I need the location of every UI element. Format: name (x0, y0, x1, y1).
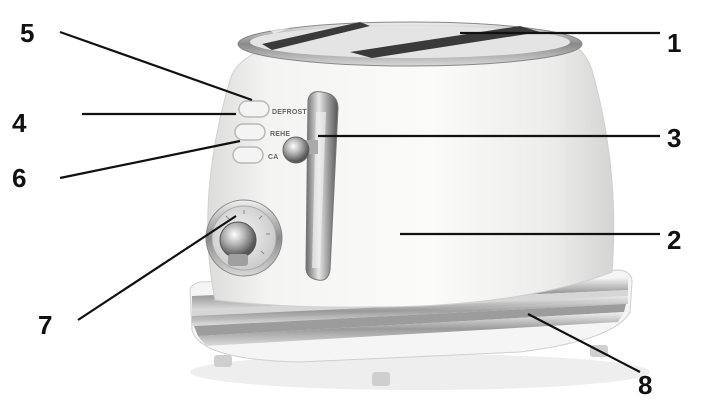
bread-slots (238, 20, 582, 66)
dial-knob (220, 222, 256, 258)
defrost-label: DEFROST (272, 109, 307, 116)
browning-dial (206, 200, 282, 276)
callout-number-4: 4 (12, 110, 26, 136)
callout-number-8: 8 (638, 372, 652, 398)
cancel-label: CA (268, 154, 279, 161)
callout-number-7: 7 (38, 312, 52, 338)
callout-number-6: 6 (12, 165, 26, 191)
reheat-label: REHE (270, 131, 290, 138)
callout-number-5: 5 (20, 20, 34, 46)
callout-number-2: 2 (667, 227, 681, 253)
callout-number-1: 1 (667, 30, 681, 56)
callout-number-3: 3 (667, 125, 681, 151)
foot-mid (372, 372, 390, 386)
foot-left (214, 355, 232, 367)
leader-5 (60, 32, 252, 100)
